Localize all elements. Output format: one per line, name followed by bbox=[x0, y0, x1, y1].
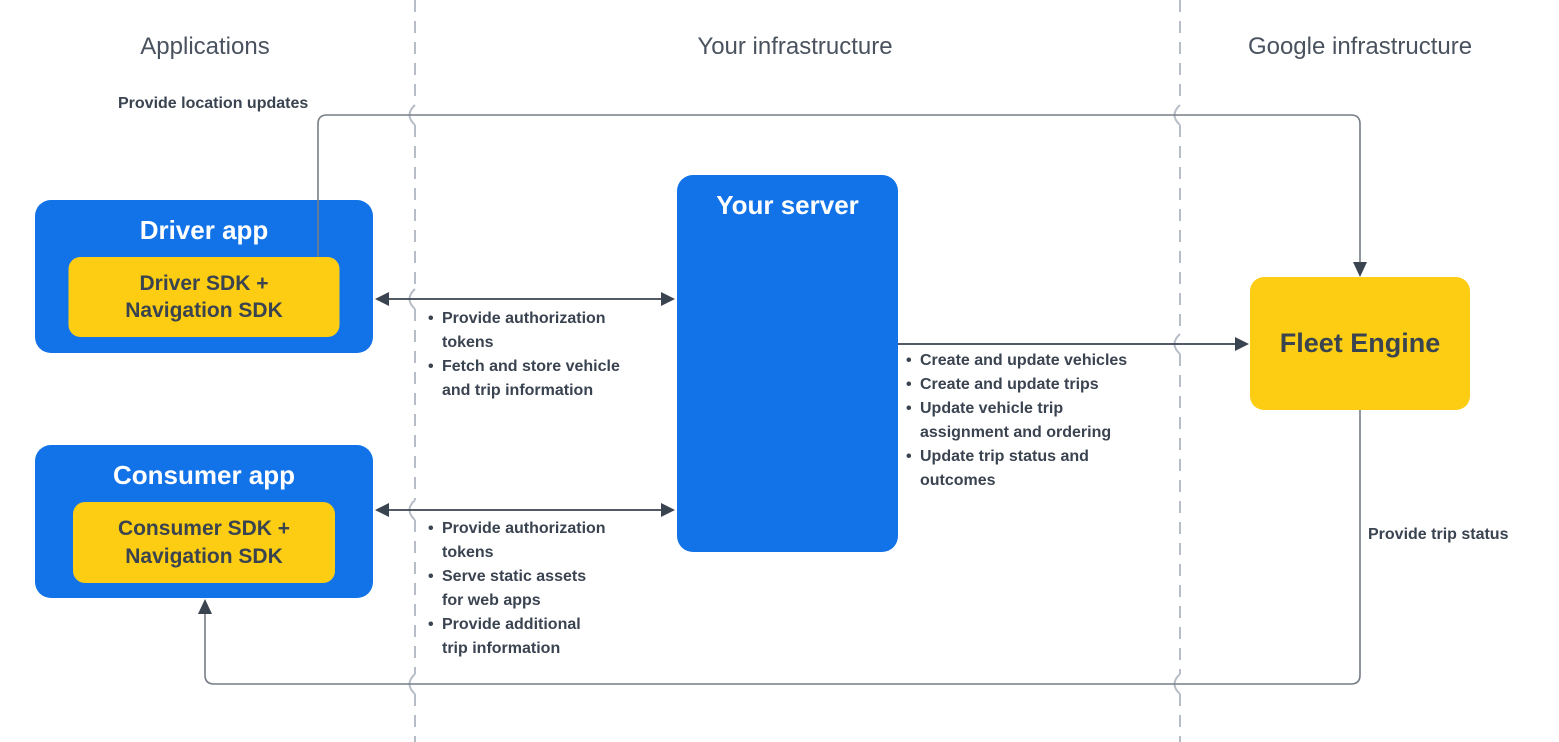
column-header-applications: Applications bbox=[140, 33, 270, 60]
provide-trip-status-label: Provide trip status bbox=[1368, 526, 1509, 543]
bullet-item: Provide authorization tokens bbox=[427, 307, 620, 355]
consumer-server-bullet-list: Provide authorization tokensServe static… bbox=[427, 517, 606, 661]
bullet-item: Update vehicle trip assignment and order… bbox=[905, 397, 1127, 445]
consumer-app-title: Consumer app bbox=[112, 460, 296, 490]
consumer-app-box: Consumer app Consumer SDK + Navigation S… bbox=[35, 445, 373, 598]
bullet-item: Update trip status and outcomes bbox=[905, 445, 1127, 493]
line-hop-icon bbox=[408, 288, 416, 310]
arrowhead-down-icon bbox=[1353, 262, 1367, 277]
arrowhead-left-icon bbox=[375, 292, 389, 306]
line-hop-icon bbox=[408, 499, 416, 521]
column-header-google-infrastructure: Google infrastructure bbox=[1247, 33, 1473, 60]
server-fleet-bullet-list: Create and update vehiclesCreate and upd… bbox=[905, 349, 1127, 493]
driver-app-title: Driver app bbox=[139, 215, 269, 245]
consumer-sdk-label: Consumer SDK + Navigation SDK bbox=[117, 517, 291, 568]
column-divider-right bbox=[1173, 0, 1181, 742]
fleet-engine-box: Fleet Engine bbox=[1250, 277, 1470, 410]
bullet-item: Create and update trips bbox=[905, 373, 1127, 397]
arrowhead-right-icon bbox=[661, 503, 675, 517]
column-header-your-infrastructure: Your infrastructure bbox=[697, 33, 893, 60]
your-server-box: Your server bbox=[677, 175, 898, 552]
your-server-title: Your server bbox=[716, 190, 859, 220]
arrowhead-left-icon bbox=[375, 503, 389, 517]
bullet-item: Create and update vehicles bbox=[905, 349, 1127, 373]
consumer-sdk-box: Consumer SDK + Navigation SDK bbox=[73, 502, 335, 583]
arrowhead-up-icon bbox=[198, 599, 212, 614]
driver-app-box: Driver app Driver SDK + Navigation SDK bbox=[35, 200, 373, 353]
column-divider-left bbox=[408, 0, 416, 742]
line-hop-icon bbox=[408, 104, 416, 126]
line-hop-icon bbox=[1173, 333, 1181, 355]
edge-driver-server bbox=[375, 292, 675, 306]
line-hop-icon bbox=[1173, 673, 1181, 695]
driver-sdk-box: Driver SDK + Navigation SDK bbox=[68, 257, 340, 337]
driver-server-bullet-list: Provide authorization tokensFetch and st… bbox=[427, 307, 620, 403]
bullet-item: Serve static assets for web apps bbox=[427, 565, 606, 613]
fleet-engine-label: Fleet Engine bbox=[1279, 328, 1441, 358]
edge-consumer-server bbox=[375, 503, 675, 517]
provide-location-updates-label: Provide location updates bbox=[118, 95, 309, 112]
arrowhead-right-icon bbox=[1235, 337, 1249, 351]
driver-sdk-label: Driver SDK + Navigation SDK bbox=[125, 271, 283, 322]
arrowhead-right-icon bbox=[661, 292, 675, 306]
bullet-item: Fetch and store vehicle and trip informa… bbox=[427, 355, 620, 403]
bullet-item: Provide authorization tokens bbox=[427, 517, 606, 565]
line-hop-icon bbox=[1173, 104, 1181, 126]
line-hop-icon bbox=[408, 673, 416, 695]
bullet-item: Provide additional trip information bbox=[427, 613, 606, 661]
